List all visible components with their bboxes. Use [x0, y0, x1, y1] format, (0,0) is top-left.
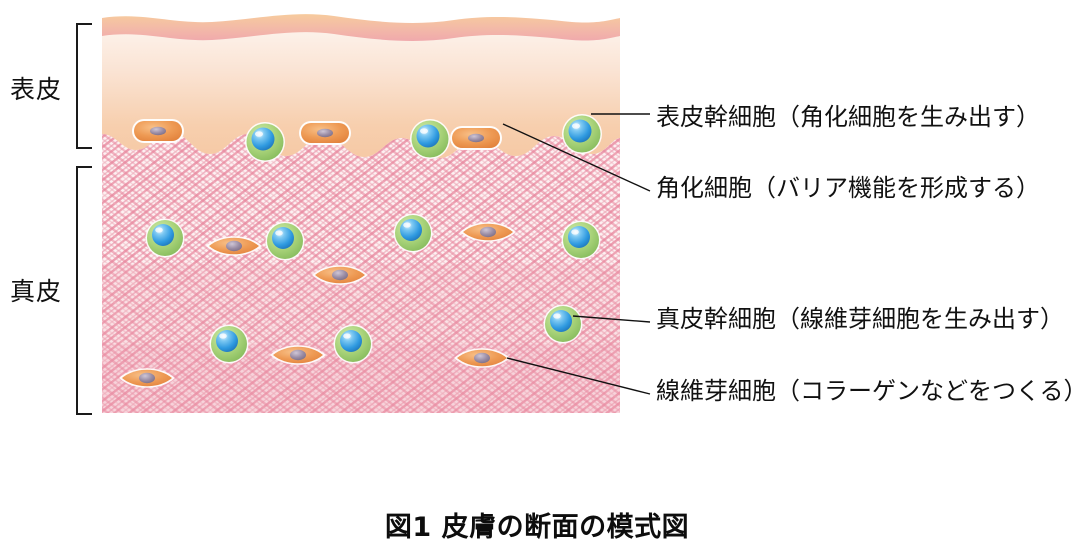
epidermal-stem-cell [562, 114, 602, 154]
fibroblast-cell [312, 265, 368, 285]
epidermis-layer [102, 14, 620, 158]
bracket-dermis [76, 166, 92, 415]
dermal-stem-cell [333, 324, 373, 364]
keratinocyte-cell [132, 119, 184, 143]
dermal-stem-cell [543, 304, 583, 344]
bracket-epidermis [76, 23, 92, 149]
fibroblast-cell [460, 222, 516, 242]
callout-dermal-stem-cell: 真皮幹細胞（線維芽細胞を生み出す） [656, 305, 1064, 333]
dermal-stem-cell [145, 218, 185, 258]
dermal-stem-cell [209, 324, 249, 364]
fibroblast-cell [270, 345, 326, 365]
region-label-dermis: 真皮 [10, 277, 63, 306]
region-label-epidermis: 表皮 [10, 75, 63, 104]
dermal-stem-cell [265, 221, 305, 261]
callout-fibroblast: 線維芽細胞（コラーゲンなどをつくる） [656, 377, 1074, 405]
skin-cross-section-diagram [102, 14, 620, 413]
keratinocyte-cell [299, 121, 351, 145]
epidermal-stem-cell [245, 122, 285, 162]
callout-keratinocyte: 角化細胞（バリア機能を形成する） [656, 174, 1040, 202]
dermal-stem-cell [561, 220, 601, 260]
fibroblast-cell [119, 368, 175, 388]
callout-epidermal-stem-cell: 表皮幹細胞（角化細胞を生み出す） [656, 103, 1040, 131]
dermal-stem-cell [393, 213, 433, 253]
dermis-layer [102, 114, 620, 413]
fibroblast-cell [454, 348, 510, 368]
fibroblast-cell [206, 236, 262, 256]
keratinocyte-cell [450, 126, 502, 150]
epidermal-stem-cell [410, 119, 450, 159]
figure-caption: 図1 皮膚の断面の模式図 [384, 512, 690, 543]
